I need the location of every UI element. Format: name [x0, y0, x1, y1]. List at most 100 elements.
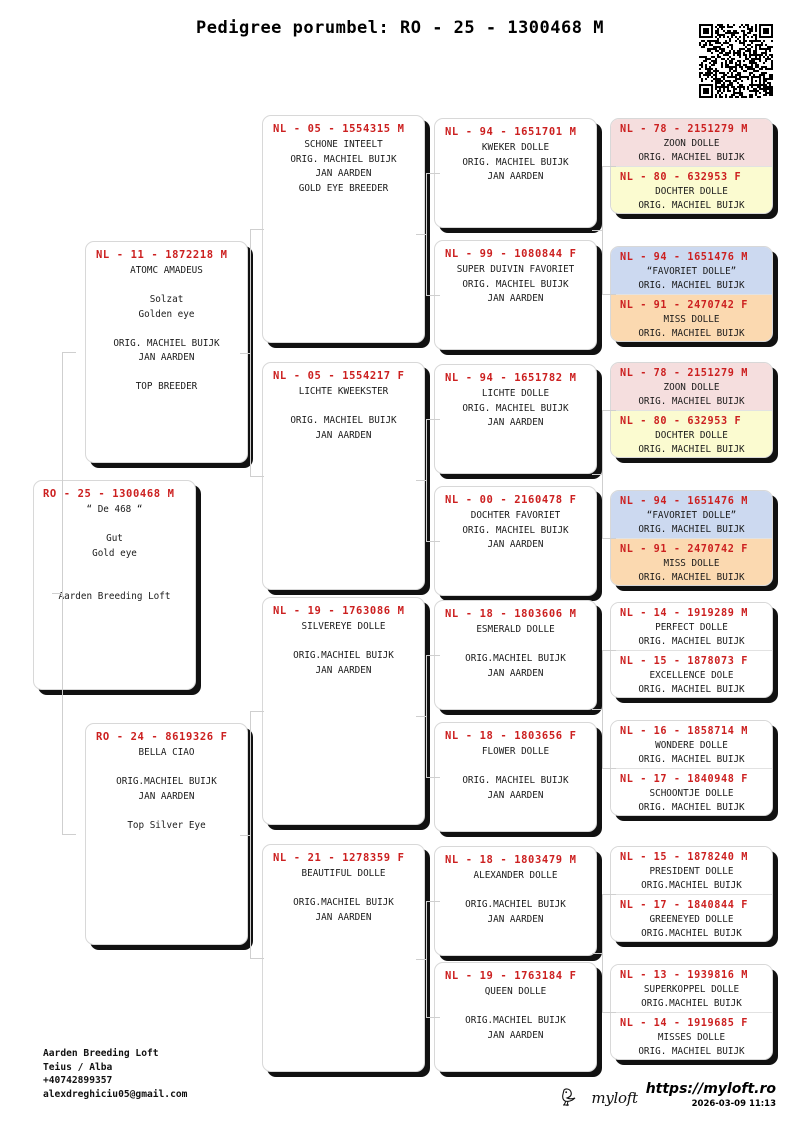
connector-gen4-c [426, 777, 440, 778]
ring-number: NL - 99 - 1080844 F [445, 248, 577, 260]
bird-details: SCHONE INTEELT ORIG. MACHIEL BUIJK JAN A… [290, 139, 397, 194]
gen5-card-14[interactable]: NL - 13 - 1939816 M SUPERKOPPEL DOLLE ORI… [611, 965, 772, 1012]
subject-card-0[interactable]: RO - 25 - 1300468 M“ De 468 “ Gut Gold e… [33, 480, 196, 690]
bird-details: ALEXANDER DOLLE ORIG.MACHIEL BUIJK JAN A… [465, 870, 566, 925]
connector-gen5-3 [602, 894, 616, 895]
gen5-card-9[interactable]: NL - 15 - 1878073 F EXCELLENCE DOLE ORIG.… [611, 650, 772, 697]
bird-details: DOCHTER DOLLE ORIG. MACHIEL BUIJK [638, 430, 745, 455]
ring-number: NL - 15 - 1878240 M [620, 852, 748, 863]
ring-number: NL - 94 - 1651701 M [445, 126, 577, 138]
gen5-card-6[interactable]: NL - 94 - 1651476 M“FAVORIET DOLLE” ORIG… [611, 491, 772, 538]
bird-details: ZOON DOLLE ORIG. MACHIEL BUIJK [638, 138, 745, 163]
brand-url[interactable]: https://myloft.ro [645, 1081, 776, 1097]
connector-gen2 [62, 352, 63, 834]
connector-gen3-a [250, 229, 264, 230]
gen5-card-8[interactable]: NL - 14 - 1919289 M PERFECT DOLLE ORIG. M… [611, 603, 772, 650]
ring-number: NL - 78 - 2151279 M [620, 124, 748, 135]
connector-gen4-a [426, 173, 427, 295]
bird-details: SUPER DUIVIN FAVORIET ORIG. MACHIEL BUIJ… [456, 264, 575, 304]
gen5-card-0[interactable]: NL - 78 - 2151279 M ZOON DOLLE ORIG. MACH… [611, 119, 772, 166]
connector-gen5-2 [592, 709, 602, 710]
connector-gen4-a [426, 173, 440, 174]
ring-number: NL - 00 - 2160478 F [445, 494, 577, 506]
bird-details: DOCHTER DOLLE ORIG. MACHIEL BUIJK [638, 186, 745, 211]
bird-details: “FAVORIET DOLLE” ORIG. MACHIEL BUIJK [638, 266, 745, 291]
connector-gen2 [62, 352, 76, 353]
bird-details: BELLA CIAO ORIG.MACHIEL BUIJK JAN AARDEN… [116, 747, 217, 831]
gen4-card-2[interactable]: NL - 94 - 1651782 M LICHTE DOLLE ORIG. MA… [434, 364, 597, 474]
bird-details: ESMERALD DOLLE ORIG.MACHIEL BUIJK JAN AA… [465, 624, 566, 679]
gen5-card-1[interactable]: NL - 80 - 632953 F DOCHTER DOLLE ORIG. MA… [611, 166, 772, 213]
gen5-card-12[interactable]: NL - 15 - 1878240 M PRESIDENT DOLLE ORIG.… [611, 847, 772, 894]
ring-number: NL - 80 - 632953 F [620, 172, 742, 183]
gen5-card-5[interactable]: NL - 80 - 632953 F DOCHTER DOLLE ORIG. MA… [611, 410, 772, 457]
gen2-card-1[interactable]: RO - 24 - 8619326 F BELLA CIAO ORIG.MACHI… [85, 723, 248, 945]
ring-number: NL - 15 - 1878073 F [620, 656, 748, 667]
gen5-pair-1: NL - 94 - 1651476 M “FAVORIET DOLLE” ORIG… [610, 246, 773, 342]
gen5-pair-0: NL - 78 - 2151279 M ZOON DOLLE ORIG. MACH… [610, 118, 773, 214]
page-title: Pedigree porumbel: RO - 25 - 1300468 M [196, 18, 604, 38]
ring-number: NL - 94 - 1651476 M [620, 496, 748, 507]
ring-number: NL - 19 - 1763086 M [273, 605, 405, 617]
connector-gen5-0 [602, 166, 616, 167]
bird-details: ATOMC AMADEUS Solzat Golden eye ORIG. MA… [113, 265, 220, 392]
ring-number: RO - 24 - 8619326 F [96, 731, 228, 743]
connector-gen4-c [426, 655, 440, 656]
gen5-pair-4: NL - 14 - 1919289 M PERFECT DOLLE ORIG. M… [610, 602, 773, 698]
bird-details: SILVEREYE DOLLE ORIG.MACHIEL BUIJK JAN A… [293, 621, 394, 676]
ring-number: NL - 21 - 1278359 F [273, 852, 405, 864]
connector-gen5-2 [602, 650, 603, 768]
ring-number: RO - 25 - 1300468 M [43, 488, 175, 500]
connector-gen4-c [426, 655, 427, 777]
contact-block: Aarden Breeding Loft Teius / Alba +40742… [43, 1048, 188, 1100]
ring-number: NL - 14 - 1919289 M [620, 608, 748, 619]
connector-gen3-b [250, 711, 264, 712]
connector-gen4-a [426, 295, 440, 296]
ring-number: NL - 17 - 1840844 F [620, 900, 748, 911]
bird-details: WONDERE DOLLE ORIG. MACHIEL BUIJK [638, 740, 745, 765]
gen5-pair-6: NL - 15 - 1878240 M PRESIDENT DOLLE ORIG.… [610, 846, 773, 942]
ring-number: NL - 94 - 1651476 M [620, 252, 748, 263]
bird-details: LICHTE DOLLE ORIG. MACHIEL BUIJK JAN AAR… [462, 388, 569, 428]
gen5-card-2[interactable]: NL - 94 - 1651476 M “FAVORIET DOLLE” ORIG… [611, 247, 772, 294]
connector-gen2 [52, 593, 62, 594]
ring-number: NL - 19 - 1763184 F [445, 970, 577, 982]
gen4-card-1[interactable]: NL - 99 - 1080844 F SUPER DUIVIN FAVORIET… [434, 240, 597, 350]
ring-number: NL - 14 - 1919685 F [620, 1018, 748, 1029]
brand-footer: myloft https://myloft.ro 2026-03-09 11:1… [560, 1082, 776, 1109]
bird-details: PERFECT DOLLE ORIG. MACHIEL BUIJK [638, 622, 745, 647]
bird-details: PRESIDENT DOLLE ORIG.MACHIEL BUIJK [641, 866, 742, 891]
ring-number: NL - 80 - 632953 F [620, 416, 742, 427]
ring-number: NL - 94 - 1651782 M [445, 372, 577, 384]
connector-gen5-3 [602, 894, 603, 1012]
ring-number: NL - 91 - 2470742 F [620, 300, 748, 311]
connector-gen4-b [426, 541, 440, 542]
ring-number: NL - 05 - 1554217 F [273, 370, 405, 382]
ring-number: NL - 13 - 1939816 M [620, 970, 748, 981]
bird-details: SUPERKOPPEL DOLLE ORIG.MACHIEL BUIJK [641, 984, 742, 1009]
connector-gen5-1 [592, 474, 602, 475]
connector-gen4-d [416, 959, 426, 960]
connector-gen5-2 [602, 650, 616, 651]
connector-gen3-a [250, 476, 264, 477]
bird-details: EXCELLENCE DOLE ORIG. MACHIEL BUIJK [638, 670, 745, 695]
gen3-card-2[interactable]: NL - 19 - 1763086 M SILVEREYE DOLLE ORIG.… [262, 597, 425, 825]
